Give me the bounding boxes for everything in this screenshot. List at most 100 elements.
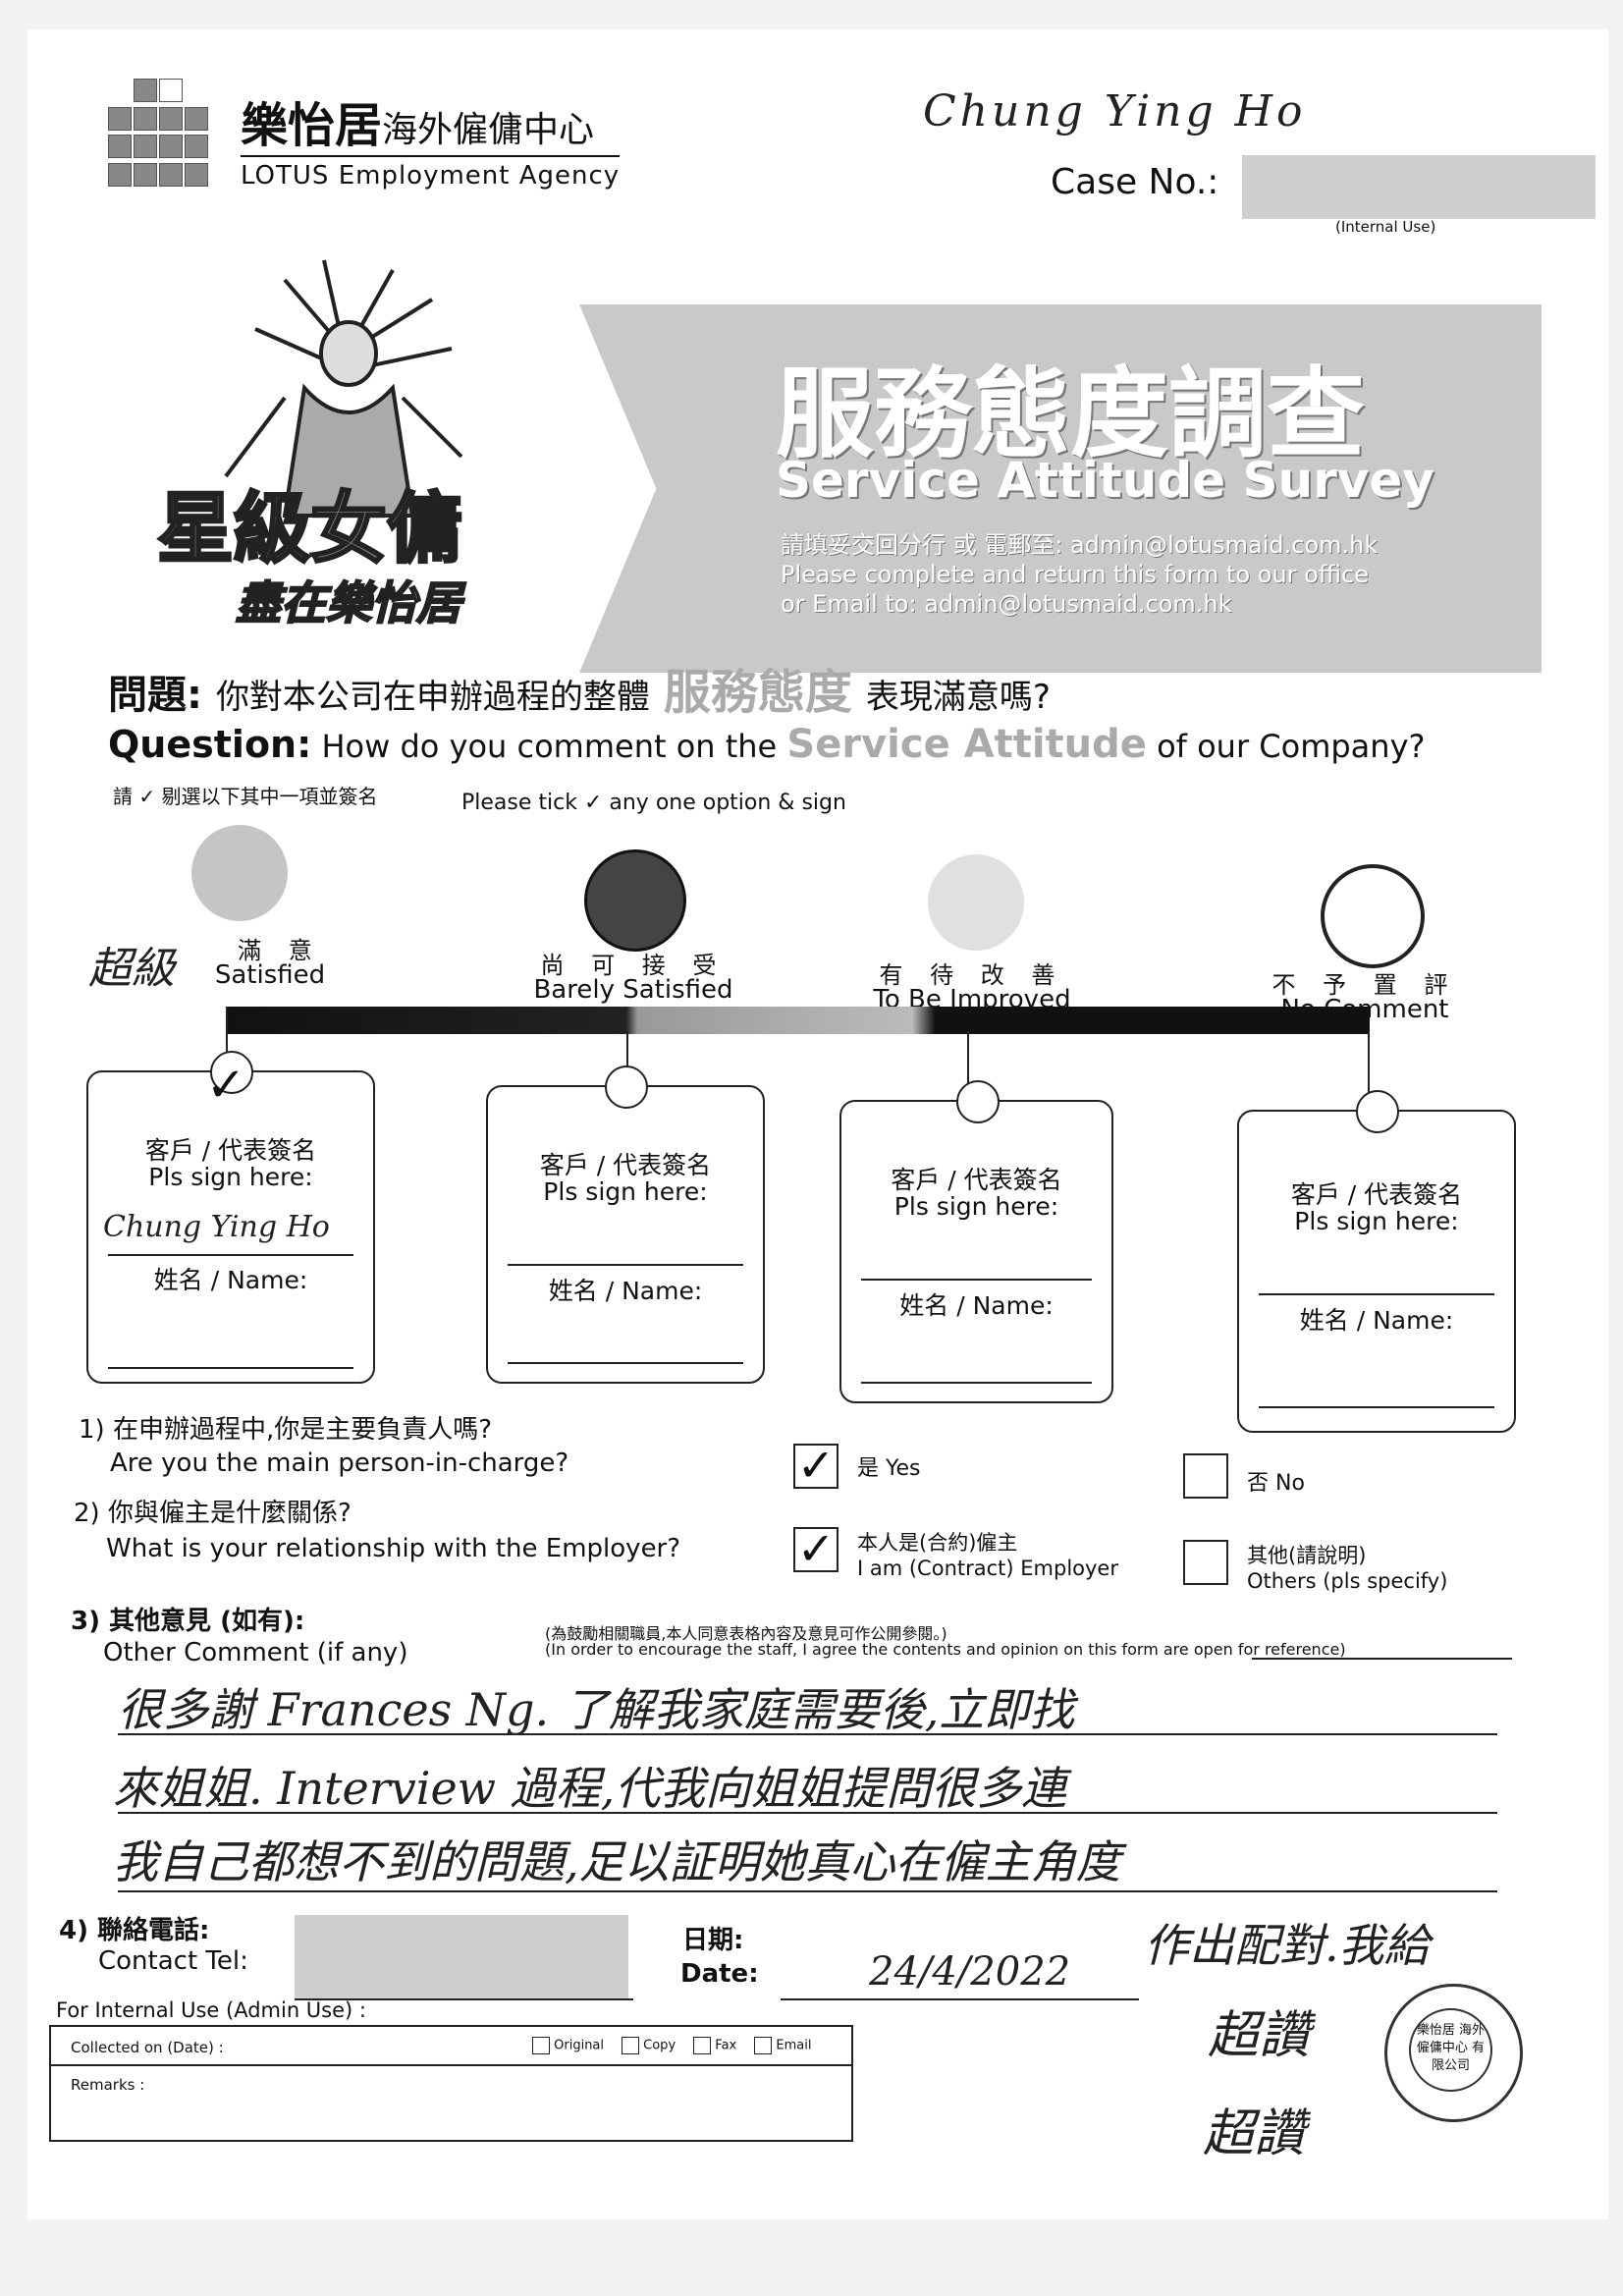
date-line (781, 1998, 1139, 2000)
to-be-improved-face-icon (928, 854, 1024, 951)
maid-mascot-illustration: 星級女傭 盡在樂怡居 (156, 259, 467, 630)
brand-name-en: LOTUS Employment Agency (241, 155, 621, 191)
handwritten-super-prefix: 超級 (88, 944, 175, 994)
case-number-redacted (1242, 155, 1596, 219)
connector-line (226, 1007, 228, 1066)
sign-label-en: Pls sign here: (1294, 1207, 1459, 1235)
q1-yes-checkbox[interactable]: ✓ (793, 1439, 839, 1492)
admin-option-original[interactable]: Original (532, 2037, 604, 2054)
date-label-en: Date: (680, 1959, 759, 1989)
q2-others-checkbox[interactable] (1183, 1540, 1228, 1585)
option-barely-satisfied-en: Barely Satisfied (533, 975, 733, 1005)
q1-no-label: 否 No (1247, 1471, 1305, 1496)
comment-line-4[interactable]: 作出配對.我給 (1144, 1919, 1430, 1972)
name-label: 姓名 / Name: (899, 1291, 1054, 1320)
company-stamp-text: 樂怡居 海外僱傭中心 有限公司 (1409, 2008, 1492, 2092)
name-label: 姓名 / Name: (548, 1277, 703, 1305)
comment-line-2[interactable]: 來姐姐. Interview 過程,代我向姐姐提問很多連 (113, 1762, 1067, 1815)
rating-scale-bar (226, 1007, 1370, 1034)
q3-note-en: (In order to encourage the staff, I agre… (545, 1640, 1346, 1659)
sign-label-en: Pls sign here: (543, 1177, 708, 1206)
q2-cn: 2) 你與僱主是什麼關係? (74, 1499, 352, 1528)
admin-option-copy[interactable]: Copy (622, 2037, 676, 2054)
collected-label: Collected on (Date) : (71, 2039, 224, 2056)
contact-line (295, 1998, 633, 2000)
q3-en: Other Comment (if any) (103, 1638, 408, 1667)
svg-text:星級女傭: 星級女傭 (157, 485, 463, 574)
tick-instruction-cn: 請 ✓ 剔選以下其中一項並簽名 (113, 785, 378, 808)
option-barely-satisfied-cn: 尚 可 接 受 (540, 952, 727, 979)
admin-box: Collected on (Date) : Remarks : Original… (49, 2025, 853, 2142)
name-label: 姓名 / Name: (153, 1266, 308, 1294)
name-label: 姓名 / Name: (1299, 1306, 1454, 1335)
sign-label-en: Pls sign here: (148, 1163, 313, 1191)
comment-line-5[interactable]: 超讚 (1208, 2006, 1311, 2065)
remarks-label: Remarks : (71, 2076, 145, 2094)
banner-title-en: Service Attitude Survey (776, 452, 1434, 509)
connector-line (1368, 1031, 1370, 1120)
q4-en: Contact Tel: (98, 1946, 248, 1976)
option-radio-satisfied[interactable] (210, 1051, 253, 1094)
comment-line-6[interactable]: 超讚 (1203, 2105, 1306, 2163)
q2-employer-checkbox[interactable]: ✓ (793, 1522, 839, 1575)
lotus-logo-icon (108, 79, 216, 187)
option-no-comment-cn: 不 予 置 評 (1271, 971, 1458, 999)
option-to-be-improved-cn: 有 待 改 善 (879, 961, 1065, 989)
q2-employer-en: I am (Contract) Employer (857, 1557, 1118, 1580)
q2-others-en: Others (pls specify) (1247, 1569, 1448, 1593)
comment-line (118, 1890, 1497, 1892)
option-satisfied-en: Satisfied (214, 960, 326, 990)
q1-en: Are you the main person-in-charge? (110, 1449, 569, 1478)
signature-card-barely-satisfied: 客戶 / 代表簽名 Pls sign here: 姓名 / Name: (486, 1066, 765, 1384)
q2-others-cn: 其他(請說明) (1247, 1544, 1367, 1567)
signature-value[interactable]: Chung Ying Ho (103, 1210, 330, 1244)
question-cn: 問題: 你對本公司在申辦過程的整體 服務態度 表現滿意嗎? (108, 665, 1051, 720)
date-label-cn: 日期: (682, 1926, 744, 1955)
survey-banner (579, 304, 1542, 673)
sign-label-cn: 客戶 / 代表簽名 (144, 1136, 317, 1165)
question-en: Question: How do you comment on the Serv… (108, 722, 1426, 767)
case-number-label: Case No.: (1051, 162, 1219, 202)
q3-cn: 3) 其他意見 (如有): (71, 1607, 305, 1636)
comment-line (118, 1733, 1497, 1735)
sign-label-cn: 客戶 / 代表簽名 (891, 1166, 1062, 1194)
handwritten-client-name: Chung Ying Ho (923, 86, 1307, 137)
admin-divider (51, 2064, 851, 2066)
tick-mark-icon: ✓ (796, 1439, 836, 1492)
banner-title-cn: 服務態度調查 (776, 356, 1365, 471)
sign-label-cn: 客戶 / 代表簽名 (1290, 1180, 1463, 1209)
q2-en: What is your relationship with the Emplo… (106, 1534, 681, 1563)
q1-yes-label: 是 Yes (857, 1456, 921, 1481)
admin-title: For Internal Use (Admin Use) : (56, 1998, 366, 2022)
barely-satisfied-face-icon (584, 849, 686, 952)
company-stamp-icon (1384, 1984, 1523, 2122)
signature-card-satisfied: ✓ 客戶 / 代表簽名 Pls sign here: Chung Ying Ho… (86, 1051, 375, 1384)
q2-employer-cn: 本人是(合約)僱主 (857, 1531, 1018, 1555)
signature-card-no-comment: 客戶 / 代表簽名 Pls sign here: 姓名 / Name: (1237, 1090, 1516, 1433)
option-radio-to-be-improved[interactable] (955, 1080, 1000, 1123)
q4-cn: 4) 聯絡電話: (59, 1916, 210, 1945)
q3-note-cn: (為鼓勵相關職員,本人同意表格內容及意見可作公開參閱。) (545, 1624, 947, 1643)
q1-no-checkbox[interactable] (1183, 1453, 1228, 1499)
admin-option-email[interactable]: Email (754, 2037, 811, 2054)
option-radio-barely-satisfied[interactable] (605, 1066, 648, 1109)
sign-label-en: Pls sign here: (893, 1192, 1059, 1221)
satisfied-face-icon (191, 825, 288, 921)
brand-name-cn: 樂怡居海外僱傭中心 (241, 98, 595, 153)
contact-tel-redacted (295, 1915, 628, 1998)
option-radio-no-comment[interactable] (1356, 1090, 1399, 1133)
tick-mark-icon: ✓ (206, 1058, 246, 1113)
internal-use-note: (Internal Use) (1335, 218, 1436, 236)
q1-cn: 1) 在申辦過程中,你是主要負責人嗎? (79, 1415, 493, 1445)
tick-mark-icon: ✓ (796, 1522, 836, 1575)
connector-line (626, 1031, 628, 1090)
comment-line-3[interactable]: 我自己都想不到的問題,足以証明她真心在僱主角度 (113, 1835, 1121, 1888)
signature-card-to-be-improved: 客戶 / 代表簽名 Pls sign here: 姓名 / Name: (839, 1080, 1113, 1403)
comment-line-1[interactable]: 很多謝 Frances Ng. 了解我家庭需要後,立即找 (118, 1683, 1075, 1736)
svg-text:盡在樂怡居: 盡在樂怡居 (236, 576, 466, 629)
admin-option-fax[interactable]: Fax (693, 2037, 736, 2054)
sign-label-cn: 客戶 / 代表簽名 (539, 1151, 712, 1179)
date-value[interactable]: 24/4/2022 (869, 1949, 1071, 1995)
option-satisfied-cn: 滿 意 (238, 937, 322, 964)
